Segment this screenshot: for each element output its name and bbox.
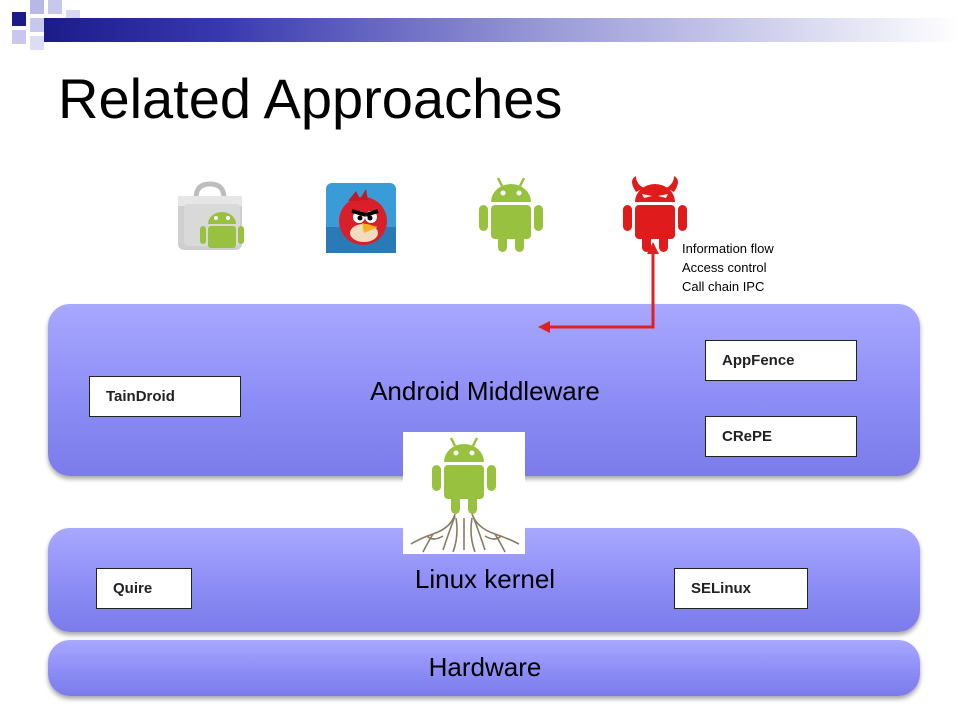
market-app-icon bbox=[174, 180, 246, 252]
malicious-app-icon bbox=[622, 176, 688, 254]
android-app-icon bbox=[478, 176, 544, 254]
android-middleware-label: Android Middleware bbox=[370, 376, 600, 406]
angry-birds-app-icon bbox=[326, 183, 396, 253]
quire-box: Quire bbox=[96, 568, 192, 609]
annotation-line-call-chain-ipc: Call chain IPC bbox=[682, 279, 765, 294]
rooted-android-icon bbox=[403, 432, 525, 554]
appfence-box: AppFence bbox=[705, 340, 857, 381]
taindroid-box: TainDroid bbox=[89, 376, 241, 417]
crepe-box: CRePE bbox=[705, 416, 857, 457]
hardware-label: Hardware bbox=[428, 652, 542, 682]
annotation-line-information-flow: Information flow bbox=[682, 241, 774, 256]
linux-kernel-label: Linux kernel bbox=[414, 564, 556, 594]
selinux-box: SELinux bbox=[674, 568, 808, 609]
access-arrow bbox=[538, 242, 659, 333]
title-banner bbox=[44, 18, 960, 42]
interaction-annotation: Information flow Access control Call cha… bbox=[682, 239, 774, 296]
annotation-line-access-control: Access control bbox=[682, 260, 767, 275]
hardware-layer bbox=[48, 640, 920, 696]
slide-title: Related Approaches bbox=[58, 67, 563, 130]
